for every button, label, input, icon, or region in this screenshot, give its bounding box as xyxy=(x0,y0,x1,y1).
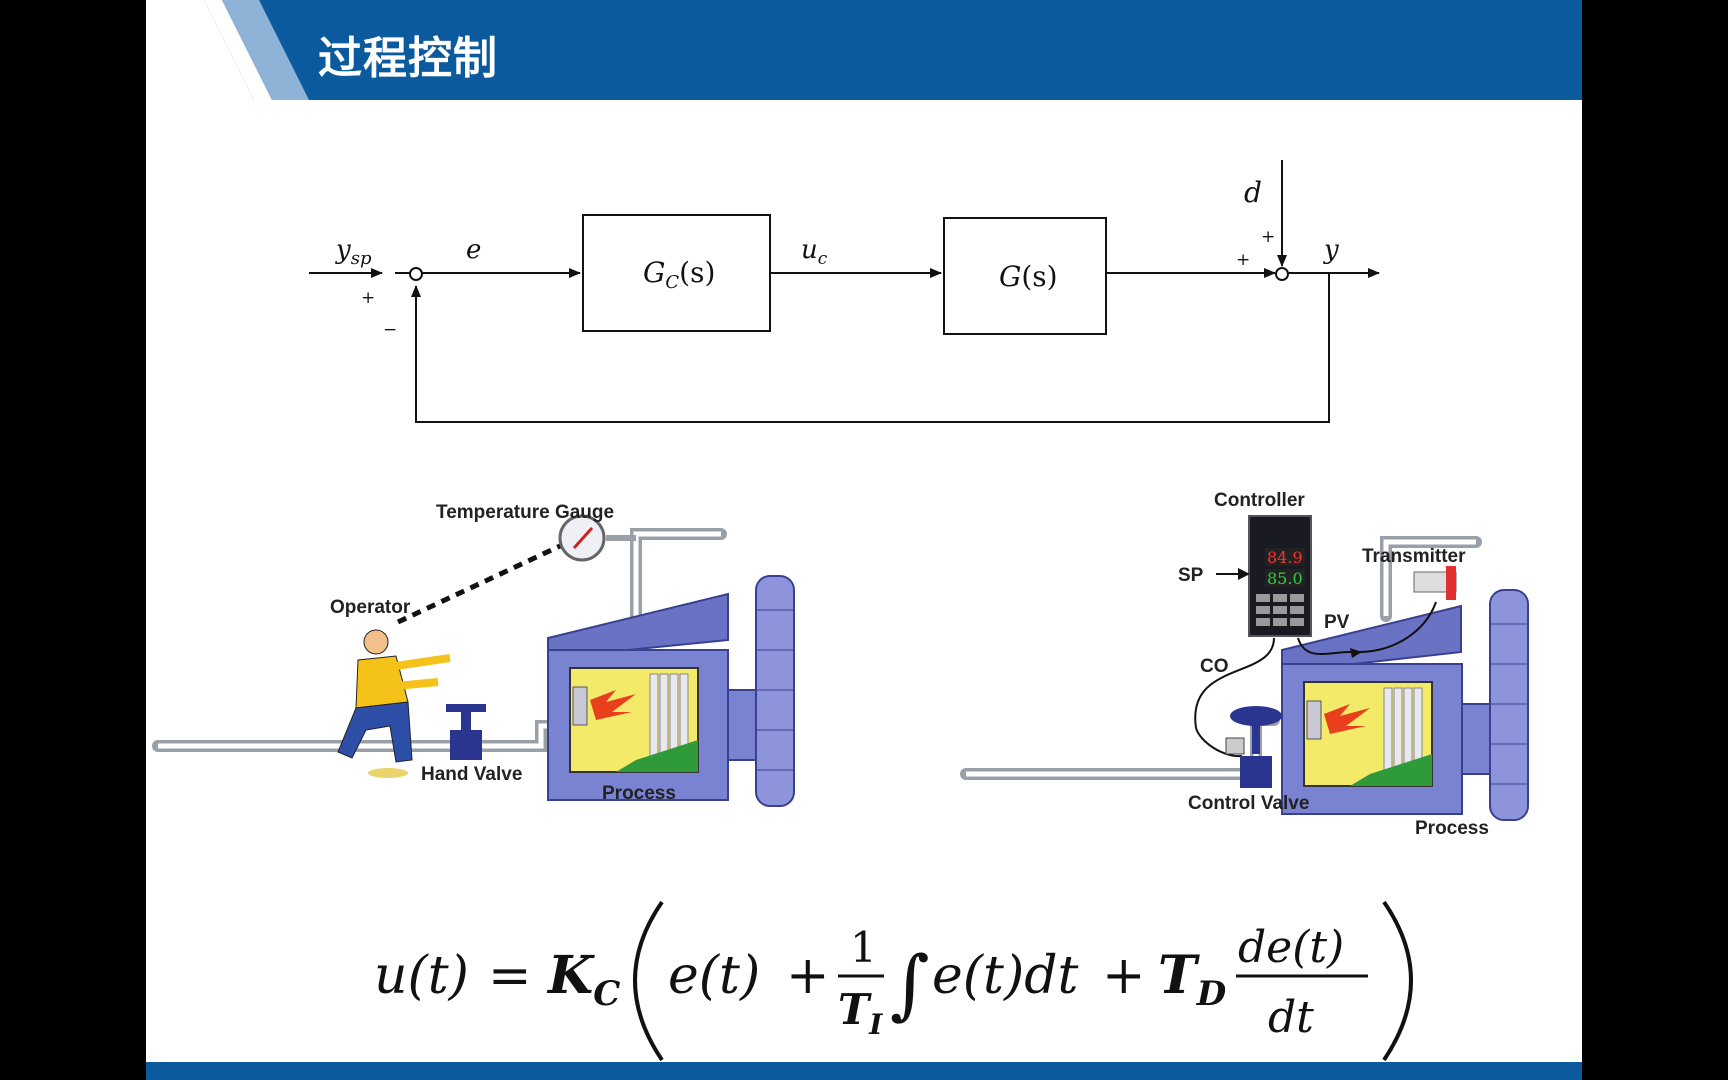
operator-icon xyxy=(337,629,451,778)
automatic-control-illustration: 84.9 85.0 Controller SP Transmitter PV xyxy=(960,490,1529,839)
formula-deriv-coef: TD xyxy=(1158,945,1227,1014)
minus-sign: − xyxy=(383,320,397,340)
title-banner: 过程控制 xyxy=(146,0,1582,100)
integral-sign: ∫ xyxy=(890,939,930,1028)
transmitter-icon xyxy=(1413,566,1457,600)
controller-block xyxy=(582,214,771,332)
co-label: CO xyxy=(1200,656,1229,677)
hand-valve-icon xyxy=(446,704,486,760)
summing-junction-1 xyxy=(409,267,423,281)
process-label: Process xyxy=(602,783,676,804)
control-valve-icon xyxy=(1225,706,1282,788)
controller-label: Controller xyxy=(1214,490,1305,511)
footer-bar xyxy=(146,1062,1582,1080)
temperature-gauge-label: Temperature Gauge xyxy=(436,502,614,523)
page-title: 过程控制 xyxy=(318,33,498,84)
control-signal-label: uc xyxy=(801,235,828,269)
controller-device-icon: 84.9 85.0 xyxy=(1248,515,1312,637)
plus-sign-2: + xyxy=(1261,227,1275,247)
input-label: ysp xyxy=(335,235,372,269)
sp-label: SP xyxy=(1178,565,1204,586)
formula-equals: = xyxy=(488,946,532,1006)
disturbance-label: d xyxy=(1244,176,1262,209)
right-paren xyxy=(1382,900,1413,1062)
plus-sign-3: + xyxy=(1236,250,1250,270)
summing-junction-2 xyxy=(1275,267,1289,281)
slide: 过程控制 ysp + − e GC(s) uc G(s) d + + xyxy=(146,0,1582,1080)
left-paren xyxy=(633,900,664,1062)
formula-lhs: u(t) xyxy=(374,946,469,1006)
transmitter-label: Transmitter xyxy=(1362,546,1466,567)
deriv-numerator: de(t) xyxy=(1238,922,1344,973)
block-diagram: ysp + − e GC(s) uc G(s) d + + y xyxy=(309,160,1380,423)
hand-valve-label: Hand Valve xyxy=(421,764,522,785)
formula-plus-2: + xyxy=(1102,946,1146,1006)
frac-denominator: TI xyxy=(838,985,883,1041)
svg-text:85.0: 85.0 xyxy=(1267,569,1303,588)
deriv-denominator: dt xyxy=(1268,992,1314,1043)
formula-plus-1: + xyxy=(786,946,830,1006)
pv-label: PV xyxy=(1324,612,1350,633)
controller-label: GC(s) xyxy=(643,256,715,293)
error-label: e xyxy=(466,235,481,265)
control-valve-label: Control Valve xyxy=(1188,793,1309,814)
manual-control-illustration: Temperature Gauge Operator Hand Valve Pr… xyxy=(152,502,795,807)
process-label-2: Process xyxy=(1415,818,1489,839)
plant-label: G(s) xyxy=(999,260,1058,293)
plant-block xyxy=(943,217,1107,335)
output-label: y xyxy=(1323,235,1339,265)
formula-gain: KC xyxy=(546,945,620,1014)
banner-stripes xyxy=(146,0,309,100)
formula-term1: e(t) xyxy=(668,946,760,1006)
operator-label: Operator xyxy=(330,597,411,618)
formula-term2: e(t)dt xyxy=(932,946,1079,1006)
frac-numerator: 1 xyxy=(850,923,877,972)
pid-formula: u(t) = KC e(t) + 1 TI ∫ e(t)dt + TD de(t… xyxy=(374,900,1368,1062)
plus-sign-1: + xyxy=(361,288,375,308)
svg-text:84.9: 84.9 xyxy=(1267,548,1303,567)
